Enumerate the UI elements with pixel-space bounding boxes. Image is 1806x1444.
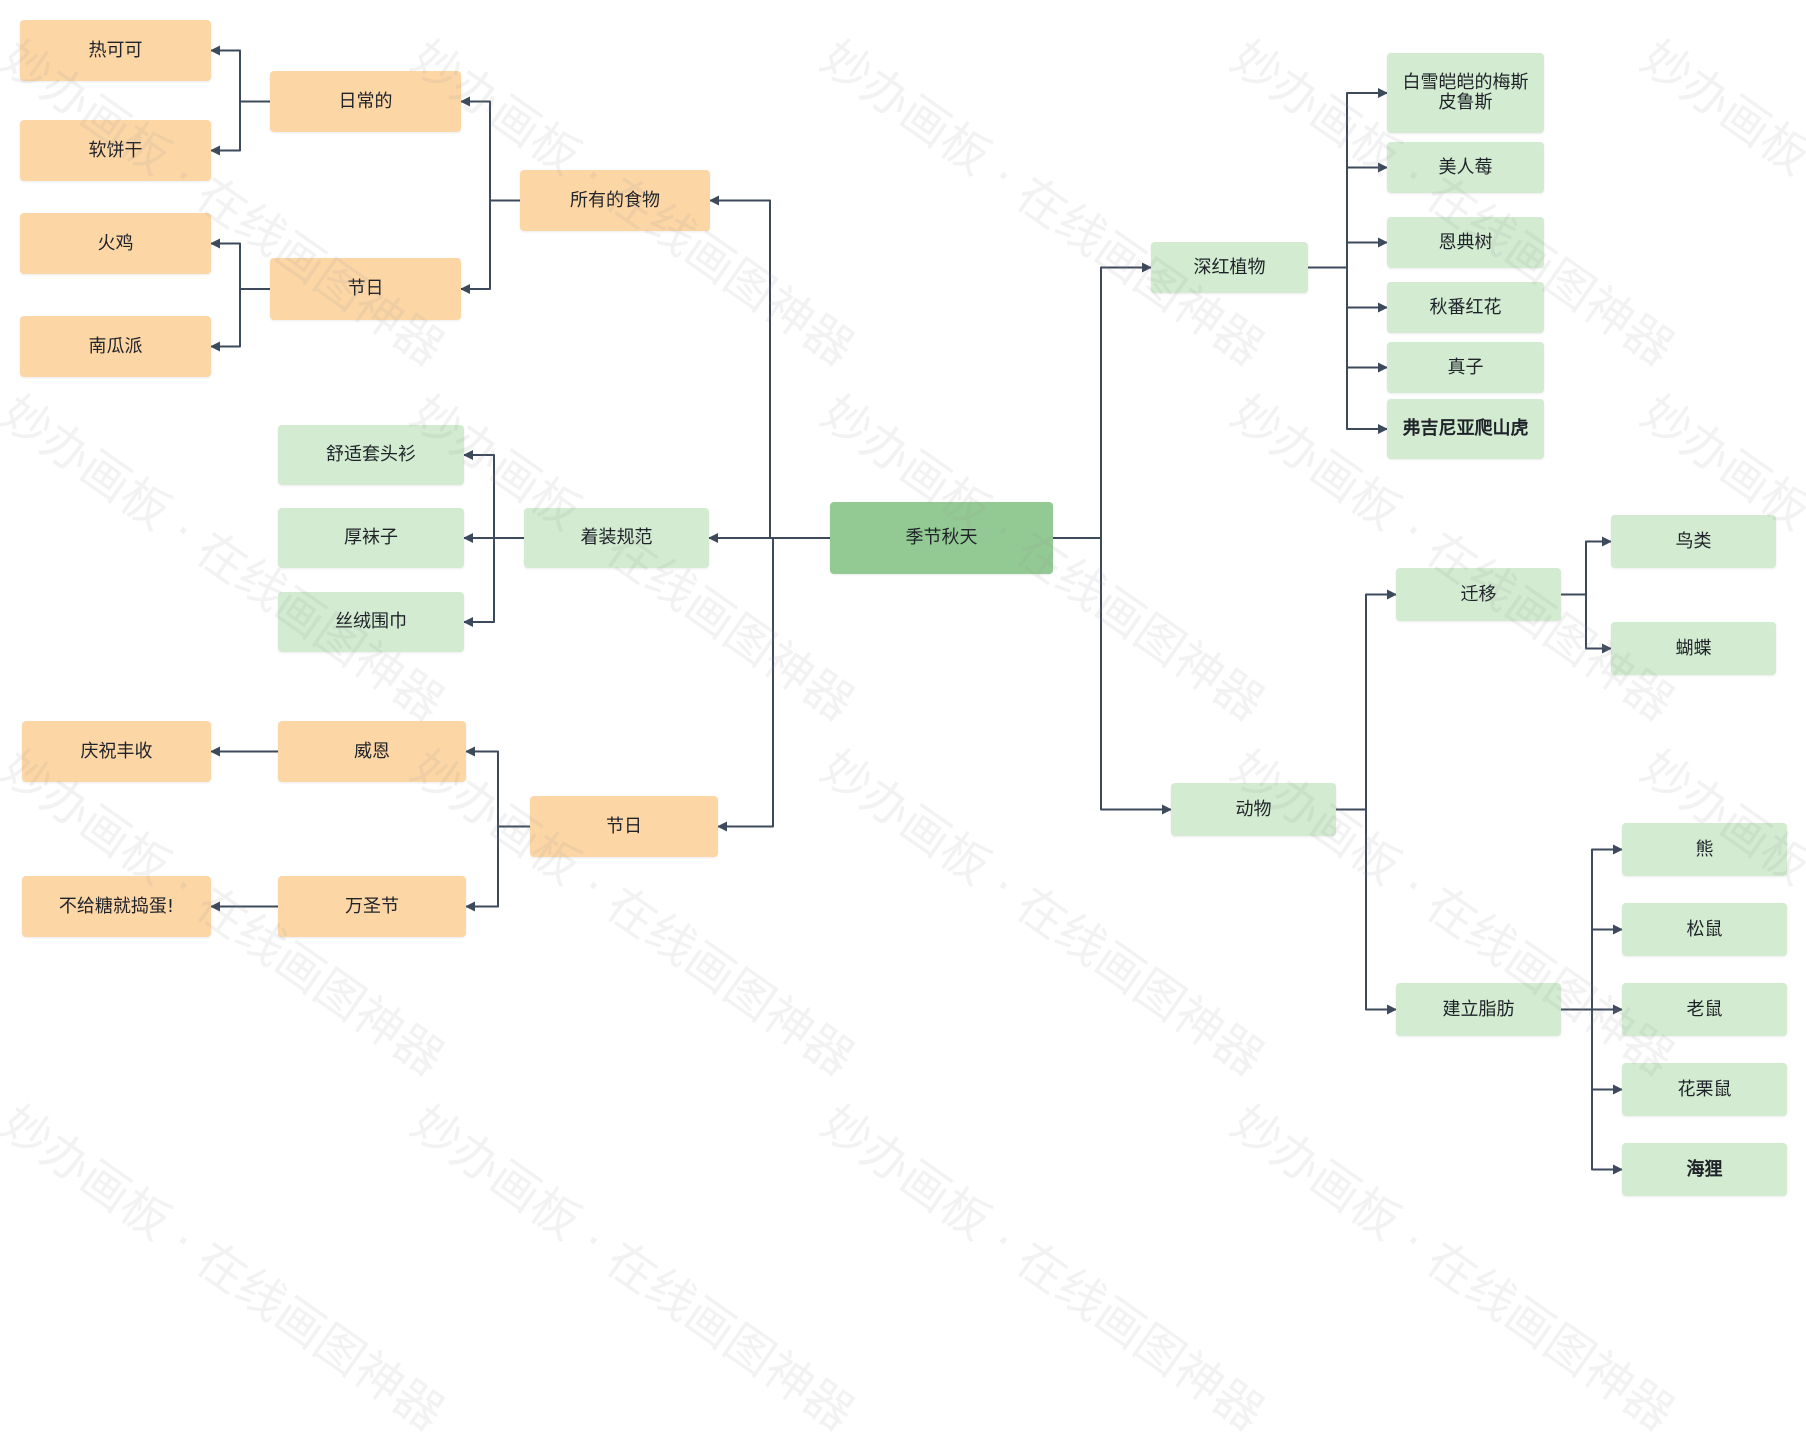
- pumpkin-pie-node[interactable]: 南瓜派: [20, 316, 211, 377]
- connector-clothing-node-sweater-node: [463, 450, 524, 539]
- connector-plants-node-plant-item-5: [1308, 266, 1388, 434]
- clothing-node[interactable]: 着装规范: [524, 508, 709, 568]
- connector-fat-node-beaver-node: [1561, 1008, 1623, 1175]
- hot-cocoa-node[interactable]: 热可可: [20, 20, 211, 81]
- food-node[interactable]: 所有的食物: [520, 170, 710, 231]
- plant-item-2[interactable]: 恩典树: [1387, 217, 1544, 268]
- butterfly-node[interactable]: 蝴蝶: [1611, 622, 1776, 675]
- bird-node[interactable]: 鸟类: [1611, 515, 1776, 568]
- connector-holidays-node-thanksgiving-node: [465, 746, 530, 828]
- connector-holiday-food-node-turkey-node: [210, 238, 270, 290]
- soft-cookie-node[interactable]: 软饼干: [20, 120, 211, 181]
- velvet-scarf-node[interactable]: 丝绒围巾: [278, 592, 464, 652]
- squirrel-node[interactable]: 松鼠: [1622, 903, 1787, 956]
- connector-plants-node-plant-item-2: [1308, 237, 1388, 269]
- plants-node[interactable]: 深红植物: [1151, 242, 1308, 293]
- connector-root-node-food-node: [709, 195, 830, 539]
- chipmunk-node[interactable]: 花栗鼠: [1622, 1063, 1787, 1116]
- connector-daily-node-soft-cookie-node: [210, 100, 270, 156]
- connector-food-node-daily-node: [460, 96, 520, 202]
- halloween-node[interactable]: 万圣节: [278, 876, 466, 937]
- connector-root-node-holidays-node: [717, 537, 830, 832]
- connector-layer: [210, 45, 1623, 1175]
- connector-root-node-animals-node: [1053, 537, 1172, 815]
- plant-item-0[interactable]: 白雪皑皑的梅斯皮鲁斯: [1387, 53, 1544, 133]
- connector-holiday-food-node-pumpkin-pie-node: [210, 288, 270, 352]
- fat-node[interactable]: 建立脂肪: [1396, 983, 1561, 1036]
- harvest-node[interactable]: 庆祝丰收: [22, 721, 211, 782]
- connector-fat-node-squirrel-node: [1561, 924, 1623, 1011]
- thanksgiving-node[interactable]: 威恩: [278, 721, 466, 782]
- connector-animals-node-fat-node: [1336, 808, 1397, 1015]
- mouse-node[interactable]: 老鼠: [1622, 983, 1787, 1036]
- trick-or-treat-node[interactable]: 不给糖就捣蛋!: [22, 876, 211, 937]
- migration-node[interactable]: 迁移: [1396, 568, 1561, 621]
- bear-node[interactable]: 熊: [1622, 823, 1787, 876]
- mind-map-canvas: 季节秋天 所有的食物 日常的 热可可 软饼干 节日 火鸡 南瓜派 着装规范 舒适…: [0, 20, 1806, 1442]
- connector-food-node-holiday-food-node: [460, 199, 520, 294]
- connector-holidays-node-halloween-node: [465, 825, 530, 912]
- connector-animals-node-migration-node: [1336, 589, 1397, 811]
- connector-clothing-node-velvet-scarf-node: [463, 537, 524, 627]
- plant-item-3[interactable]: 秋番红花: [1387, 282, 1544, 333]
- connector-migration-node-butterfly-node: [1561, 593, 1612, 654]
- plant-item-5[interactable]: 弗吉尼亚爬山虎: [1387, 399, 1544, 459]
- turkey-node[interactable]: 火鸡: [20, 213, 211, 274]
- holidays-node[interactable]: 节日: [530, 796, 718, 857]
- animals-node[interactable]: 动物: [1171, 783, 1336, 836]
- holiday-food-node[interactable]: 节日: [270, 258, 461, 320]
- daily-node[interactable]: 日常的: [270, 71, 461, 132]
- connector-migration-node-bird-node: [1561, 536, 1612, 596]
- connector-daily-node-hot-cocoa-node: [210, 45, 270, 103]
- root-node[interactable]: 季节秋天: [830, 502, 1053, 574]
- connector-root-node-plants-node: [1053, 262, 1152, 539]
- thick-socks-node[interactable]: 厚袜子: [278, 508, 464, 568]
- sweater-node[interactable]: 舒适套头衫: [278, 425, 464, 485]
- beaver-node[interactable]: 海狸: [1622, 1143, 1787, 1196]
- plant-item-4[interactable]: 真子: [1387, 342, 1544, 393]
- plant-item-1[interactable]: 美人莓: [1387, 142, 1544, 193]
